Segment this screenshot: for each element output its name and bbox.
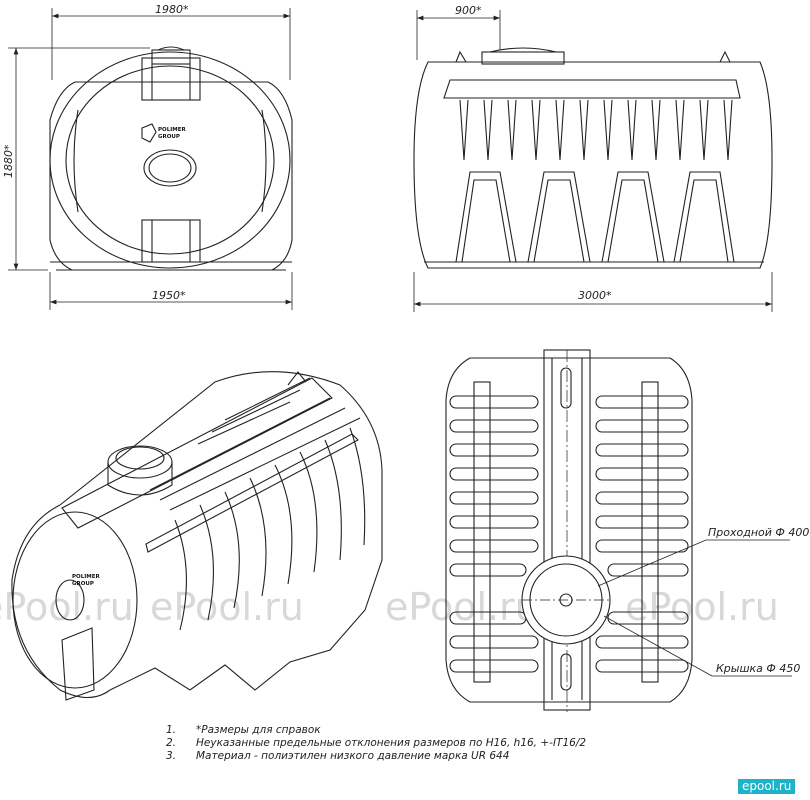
top-right-ribs (595, 395, 689, 673)
logo-line2: GROUP (158, 134, 180, 140)
top-view (445, 349, 693, 712)
note-number: 3. (166, 750, 177, 762)
side-bottom-ribs (455, 171, 735, 263)
side-dimensions (413, 10, 773, 312)
watermark-text: ePool.ru (625, 585, 779, 629)
watermark-row: ePool.ru ePool.ru ePool.ru ePool.ru (0, 585, 779, 629)
watermark-text: ePool.ru (0, 585, 134, 629)
dim-front-top: 1980* (155, 3, 189, 16)
iso-logo-line2: GROUP (72, 581, 94, 587)
watermark-text: ePool.ru (385, 585, 539, 629)
note-text: Неуказанные предельные отклонения размер… (196, 737, 587, 749)
note-item: 1. *Размеры для справок (166, 724, 586, 737)
logo-icon (141, 123, 157, 143)
notes-list: 1. *Размеры для справок 2. Неуказанные пре… (166, 724, 586, 763)
brand-badge[interactable]: epool.ru (738, 779, 796, 794)
note-text: Материал - полиэтилен низкого давление м… (196, 750, 510, 762)
dim-side-length: 3000* (578, 289, 612, 302)
callout-manhole: Проходной Ф 400 (708, 526, 809, 539)
note-item: 3. Материал - полиэтилен низкого давление… (166, 750, 586, 763)
note-item: 2. Неуказанные предельные отклонения разм… (166, 737, 586, 750)
front-dimensions (8, 8, 293, 310)
note-text: *Размеры для справок (196, 724, 321, 736)
note-number: 1. (166, 724, 177, 736)
dim-side-top: 900* (455, 4, 482, 17)
top-callouts (597, 539, 792, 677)
isometric-view (11, 371, 383, 701)
iso-ribs (149, 377, 366, 631)
logo-line1: POLIMER (158, 127, 186, 133)
callout-lid: Крышка Ф 450 (716, 662, 800, 675)
top-left-ribs (449, 395, 539, 673)
dim-front-height: 1880* (2, 144, 15, 178)
note-number: 2. (166, 737, 177, 749)
side-top-ribs (459, 99, 733, 161)
side-view (413, 47, 773, 269)
watermark-text: ePool.ru (150, 585, 304, 629)
iso-logo-line1: POLIMER (72, 574, 100, 580)
dim-front-bottom: 1950* (152, 289, 186, 302)
front-view (49, 46, 293, 271)
